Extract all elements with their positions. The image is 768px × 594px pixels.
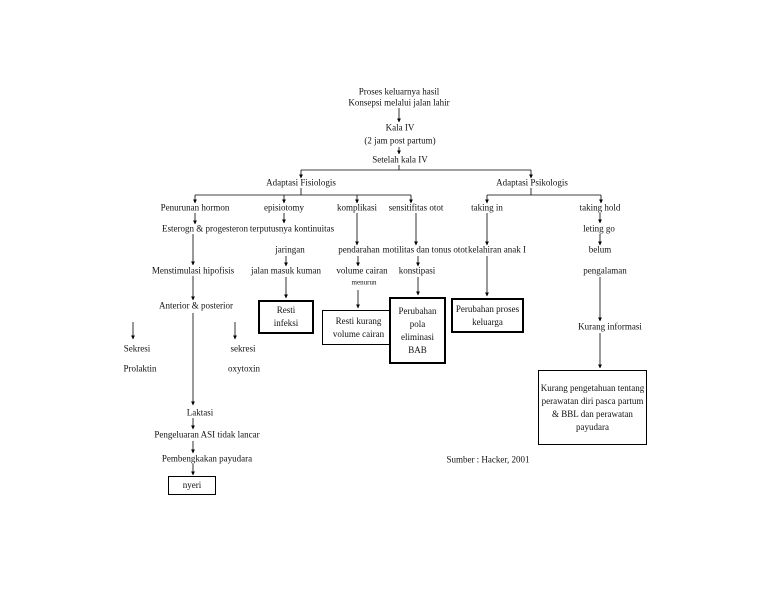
diagnosis-box-perubahan-proses-keluarga: Perubahan proses keluarga	[451, 298, 524, 333]
diagnosis-text: Resti kurang	[335, 315, 382, 326]
taking-hold-step: pengalaman	[583, 265, 627, 276]
diagnosis-text: Perubahan proses	[455, 303, 520, 314]
kurang-informasi-node: Kurang informasi	[578, 321, 642, 332]
diagnosis-text: keluarga	[472, 316, 503, 327]
root-label-line2: Konsepsi melalui jalan lahir	[348, 97, 450, 108]
lactation-step: Pembengkakan payudara	[161, 453, 253, 464]
muscle-step: motilitas dan tonus otot	[382, 244, 468, 255]
taking-in-node: taking in	[471, 202, 503, 213]
taking-hold-step: belum	[588, 244, 612, 255]
kala-iv-node: Kala IV	[385, 122, 415, 133]
hormone-step: Esterogn & progesteron	[162, 223, 248, 234]
diagnosis-text: volume cairan	[332, 328, 385, 339]
episiotomy-step: jaringan	[275, 244, 305, 255]
penurunan-hormon-node: Penurunan hormon	[160, 202, 230, 213]
root-label-line1: Proses keluarnya hasil	[358, 86, 440, 97]
complication-step: menurun	[351, 278, 377, 287]
taking-hold-node: taking hold	[579, 202, 621, 213]
sekresi-prolaktin-label: Sekresi	[123, 343, 151, 354]
diagnosis-box-resti-kurang-volume: Resti kurang volume cairan	[322, 310, 395, 345]
diagnosis-text: Perubahan	[398, 305, 437, 316]
sekresi-oxytoxin-label: oxytoxin	[227, 363, 261, 374]
adaptasi-psikologis-node: Adaptasi Psikologis	[496, 177, 568, 188]
diagnosis-box-resti-infeksi: Resti infeksi	[258, 300, 314, 334]
komplikasi-node: komplikasi	[337, 202, 377, 213]
diagnosis-text: Kurang pengetahuan tentang	[540, 382, 645, 393]
episiotomy-node: episiotomy	[264, 202, 304, 213]
laktasi-node: Laktasi	[186, 407, 214, 418]
source-citation: Sumber : Hacker, 2001	[446, 454, 530, 465]
diagnosis-box-nyeri: nyeri	[168, 476, 216, 495]
diagnosis-text: infeksi	[273, 318, 299, 328]
sekresi-oxytoxin-label: sekresi	[230, 343, 256, 354]
diagnosis-text: eliminasi	[401, 331, 434, 342]
sensitifitas-otot-node: sensitifitas otot	[388, 202, 444, 213]
hormone-step: Anterior & posterior	[159, 300, 233, 311]
taking-in-step: kelahiran anak I	[468, 244, 526, 255]
diagnosis-text: BAB	[408, 344, 427, 355]
setelah-kala-iv-node: Setelah kala IV	[372, 154, 428, 165]
diagnosis-text: nyeri	[182, 480, 202, 490]
complication-step: volume cairan	[336, 265, 388, 276]
diagnosis-box-perubahan-eliminasi: Perubahan pola eliminasi BAB	[389, 297, 446, 364]
muscle-step: konstipasi	[398, 265, 436, 276]
taking-hold-step: leting go	[583, 223, 615, 234]
sekresi-prolaktin-label: Prolaktin	[123, 363, 157, 374]
diagnosis-text: pola	[409, 318, 426, 329]
episiotomy-step: terputusnya kontinuitas	[249, 223, 335, 234]
hormone-step: Menstimulasi hipofisis	[151, 265, 235, 276]
episiotomy-step: jalan masuk kuman	[251, 265, 321, 276]
diagnosis-text: Resti	[276, 305, 296, 315]
diagnosis-text: payudara	[576, 421, 609, 432]
diagnosis-text: perawatan diri pasca partum	[541, 395, 644, 406]
kala-iv-subtitle: (2 jam post partum)	[364, 135, 436, 146]
adaptasi-fisiologis-node: Adaptasi Fisiologis	[266, 177, 336, 188]
lactation-step: Pengeluaran ASI tidak lancar	[154, 429, 260, 440]
complication-step: pendarahan	[338, 244, 380, 255]
diagnosis-text: & BBL dan perawatan	[552, 408, 633, 419]
diagnosis-box-kurang-pengetahuan: Kurang pengetahuan tentang perawatan dir…	[538, 370, 647, 445]
